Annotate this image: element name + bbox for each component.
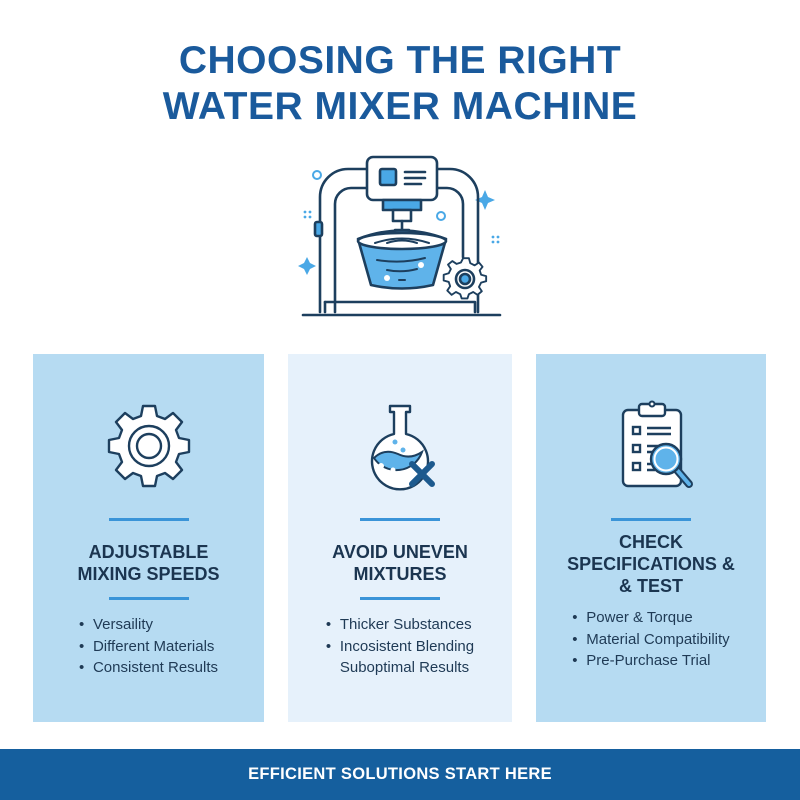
- list-item: • Pre-Purchase Trial: [572, 650, 729, 672]
- title-line-2: WATER MIXER MACHINE: [162, 85, 638, 128]
- card-title-line: AVOID UNEVEN: [332, 542, 468, 562]
- card-check-specifications: CHECK SPECIFICATIONS & & TEST • Power & T…: [536, 354, 766, 722]
- bullet: •: [572, 609, 578, 626]
- list-item-text: Thicker Substances: [339, 616, 472, 633]
- flask-with-x-icon: [350, 396, 450, 496]
- list-item-text: Different Materials: [92, 637, 215, 655]
- card-title-line: ADJUSTABLE: [88, 542, 209, 562]
- bullet: •: [572, 630, 578, 648]
- card-title-line: MIXING SPEEDS: [77, 564, 220, 584]
- divider: [108, 518, 189, 521]
- water-mixer-machine-icon: [295, 152, 505, 322]
- footer-text: EFFICIENT SOLUTIONS START HERE: [248, 765, 552, 783]
- card-title-line: MIXTURES: [353, 564, 447, 584]
- card-title: CHECK SPECIFICATIONS & & TEST: [567, 531, 735, 597]
- card-title: AVOID UNEVEN MIXTURES: [332, 541, 468, 585]
- list-item: • Incosistent Blending: [326, 636, 474, 658]
- list-item-text: Versaility: [92, 616, 153, 633]
- bullet-list: •Power & Torque •Material Compatibility …: [572, 607, 729, 672]
- list-item: Suboptimal Results: [326, 657, 474, 679]
- list-item: • Power & Torque: [572, 607, 729, 629]
- footer-banner: EFFICIENT SOLUTIONS START HERE: [0, 749, 800, 800]
- clipboard-magnifier-icon: [601, 396, 701, 496]
- list-item-text: Pre-Purchase Trial: [586, 652, 711, 669]
- list-item-text: Suboptimal Results: [339, 659, 470, 676]
- list-item-text: Incosistent Blending: [339, 637, 475, 655]
- list-item-text: Material Compatibility: [586, 630, 730, 648]
- list-item: • Different Materials: [79, 636, 218, 658]
- bullet-list: • Versaility • Different Materials • Consis…: [79, 614, 218, 679]
- title-line-1: CHOOSING THE RIGHT: [178, 39, 622, 82]
- card-title: ADJUSTABLE MIXING SPEEDS: [77, 541, 219, 585]
- bullet: •: [325, 637, 332, 655]
- bullet: •: [78, 659, 85, 676]
- list-item: • Material Compatibility: [572, 629, 729, 651]
- list-item: • Consistent Results: [79, 657, 218, 679]
- list-item: • Thicker Substances: [326, 614, 474, 636]
- list-item-text: Power & Torque: [586, 609, 693, 626]
- card-title-line: CHECK: [618, 532, 683, 552]
- bullet: •: [78, 616, 85, 633]
- bullet: •: [325, 616, 332, 633]
- card-avoid-uneven-mixtures: AVOID UNEVEN MIXTURES • Thicker Substance…: [288, 354, 512, 722]
- bullet-list: • Thicker Substances • Incosistent Blendin…: [326, 614, 474, 679]
- list-item-text: Consistent Results: [92, 659, 219, 676]
- divider: [360, 518, 440, 521]
- divider: [611, 518, 691, 521]
- page-title: CHOOSING THE RIGHT WATER MIXER MACHINE: [0, 38, 800, 130]
- card-title-line: SPECIFICATIONS &: [567, 554, 735, 574]
- list-item: • Versaility: [79, 614, 218, 636]
- bullet: •: [572, 652, 578, 669]
- card-adjustable-speeds: ADJUSTABLE MIXING SPEEDS • Versaility • Di…: [33, 354, 264, 722]
- divider: [108, 597, 189, 600]
- card-title-line: & TEST: [618, 576, 683, 596]
- divider: [360, 597, 440, 600]
- gear-icon: [99, 396, 199, 496]
- bullet: •: [78, 637, 85, 655]
